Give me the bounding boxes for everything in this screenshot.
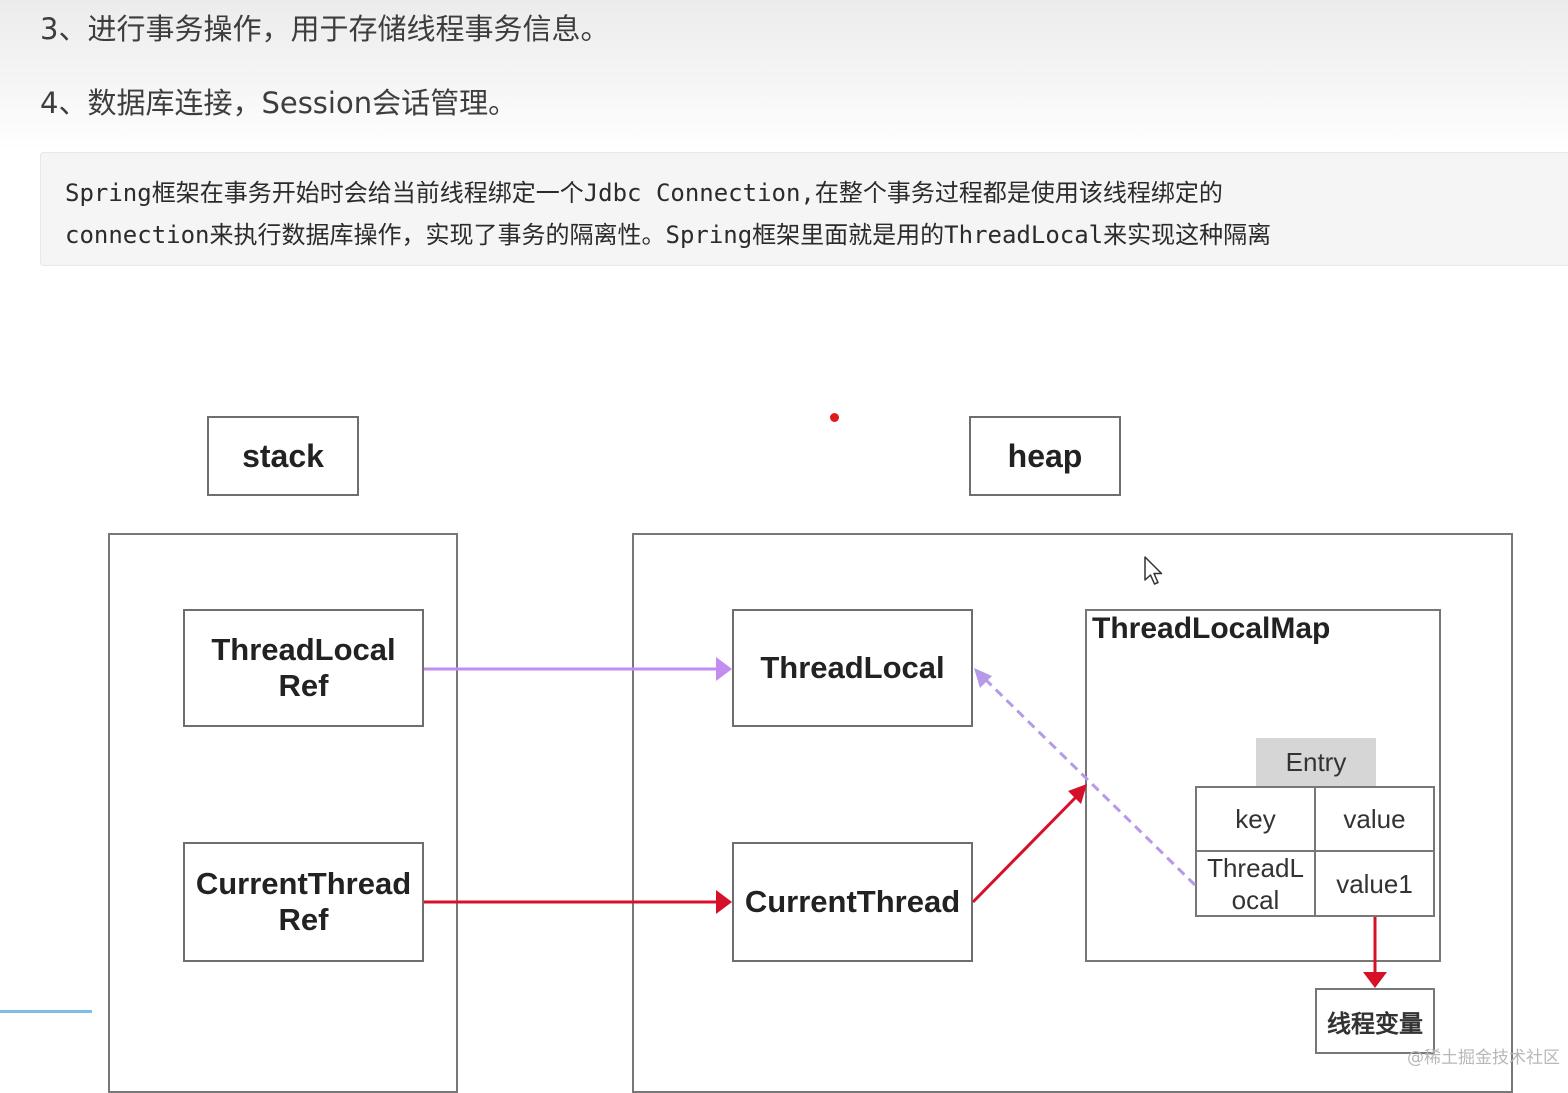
thread-to-map-arrow: [971, 793, 1080, 904]
currentthread-ref-node: CurrentThread Ref: [183, 842, 424, 962]
code-block: Spring框架在事务开始时会给当前线程绑定一个Jdbc Connection,…: [40, 152, 1568, 266]
pointer-dot: [830, 413, 839, 422]
threadlocal-node: ThreadLocal: [732, 609, 973, 727]
threadlocal-ref-line1: ThreadLocal: [211, 632, 396, 667]
value-cell: value1: [1314, 850, 1435, 917]
heap-label: heap: [969, 416, 1121, 496]
paragraph-item-3: 3、进行事务操作，用于存储线程事务信息。: [40, 12, 610, 46]
value-to-variable-arrowhead: [1363, 972, 1387, 988]
code-line-1: Spring框架在事务开始时会给当前线程绑定一个Jdbc Connection,…: [65, 179, 1223, 207]
thread-variable-node: 线程变量: [1315, 988, 1435, 1054]
threadlocalmap-title: ThreadLocalMap: [1092, 612, 1331, 645]
currentthread-node: CurrentThread: [732, 842, 973, 962]
entry-label: Entry: [1256, 738, 1376, 786]
mouse-cursor-icon: [1144, 556, 1163, 585]
paragraph-item-4: 4、数据库连接，Session会话管理。: [40, 86, 518, 120]
threadlocal-ref-node: ThreadLocal Ref: [183, 609, 424, 727]
currentthread-ref-line2: Ref: [278, 902, 329, 937]
threadlocal-ref-line2: Ref: [278, 668, 329, 703]
ref-to-threadlocal-arrowhead: [716, 657, 732, 681]
key-to-threadlocal-weak-arrow: [984, 678, 1197, 887]
key-cell-line1: ThreadL: [1207, 852, 1304, 883]
stack-label: stack: [207, 416, 359, 496]
currentthread-ref-line1: CurrentThread: [195, 866, 412, 901]
ref-to-currentthread-arrowhead: [716, 890, 732, 914]
watermark: @稀土掘金技术社区: [1407, 1048, 1560, 1068]
key-cell-line2: ocal: [1231, 884, 1280, 915]
scroll-progress-indicator: [0, 1010, 92, 1013]
code-line-2: connection来执行数据库操作，实现了事务的隔离性。Spring框架里面就…: [65, 221, 1272, 249]
key-to-threadlocal-arrowhead: [974, 668, 992, 688]
top-background: [0, 0, 1568, 150]
thread-to-map-arrowhead: [1068, 784, 1087, 804]
